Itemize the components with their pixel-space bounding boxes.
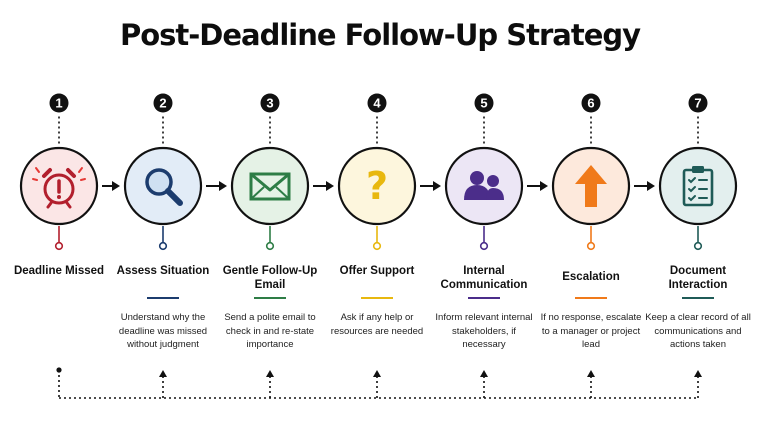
alarm-clock-icon [32, 167, 86, 209]
svg-text:?: ? [366, 164, 388, 208]
step-description: Understand why the deadline was missed w… [118, 312, 208, 350]
step-description: If no response, escalate to a manager or… [540, 312, 642, 350]
step-dot [479, 241, 489, 251]
step-dot [158, 241, 168, 251]
label-underline [254, 297, 286, 299]
label-underline [575, 297, 607, 299]
svg-text:3: 3 [266, 96, 273, 111]
step-number-badge: 3 [260, 93, 280, 113]
step-label: Escalation [562, 271, 620, 283]
svg-text:6: 6 [587, 96, 594, 111]
arrowhead [647, 181, 655, 191]
step-description: Ask if any help or resources are needed [330, 312, 424, 337]
step-label: Offer Support [339, 265, 415, 277]
label-underline [682, 297, 714, 299]
return-arrowhead [373, 370, 381, 377]
step-label: Assess Situation [116, 265, 210, 277]
clipboard-checklist-icon [682, 166, 714, 207]
step-label: Document Interaction [668, 265, 728, 291]
return-arrowhead [159, 370, 167, 377]
step-circle [444, 146, 524, 226]
question-mark-icon: ? [366, 164, 388, 208]
step-dot [54, 241, 64, 251]
label-underline [361, 297, 393, 299]
step-circle [230, 146, 310, 226]
svg-text:7: 7 [694, 96, 701, 111]
step-number-badge: 5 [474, 93, 494, 113]
people-icon [464, 171, 504, 200]
step-label: Gentle Follow-Up Email [222, 265, 318, 291]
return-arrowhead [480, 370, 488, 377]
arrow-up-icon [575, 165, 607, 207]
step-circle [337, 146, 417, 226]
return-arrowhead [694, 370, 702, 377]
step-label: Internal Communication [440, 265, 528, 291]
step-description: Keep a clear record of all communication… [645, 312, 751, 350]
step-number-badge: 6 [581, 93, 601, 113]
svg-text:5: 5 [480, 96, 487, 111]
step-number-badge: 4 [367, 93, 387, 113]
step-dot [372, 241, 382, 251]
envelope-icon [249, 172, 291, 201]
step-description: Inform relevant internal stakeholders, i… [435, 312, 533, 350]
page-title: Post-Deadline Follow-Up Strategy [119, 18, 641, 52]
return-arrowhead [266, 370, 274, 377]
label-underline [147, 297, 179, 299]
arrowhead [219, 181, 227, 191]
arrowhead [326, 181, 334, 191]
step-number-badge: 2 [153, 93, 173, 113]
svg-text:1: 1 [55, 96, 62, 111]
svg-text:4: 4 [373, 96, 381, 111]
arrowhead [112, 181, 120, 191]
return-arrowhead [587, 370, 595, 377]
step-circle [658, 146, 738, 226]
step-description: Send a polite email to check in and re-s… [224, 312, 316, 350]
step-dot [265, 241, 275, 251]
label-underline [468, 297, 500, 299]
arrowhead [540, 181, 548, 191]
step-number-badge: 1 [49, 93, 69, 113]
step-label: Deadline Missed [13, 265, 105, 277]
step-dot [693, 241, 703, 251]
magnifying-glass-icon [145, 168, 183, 206]
return-start-dot [56, 367, 62, 373]
step-number-badge: 7 [688, 93, 708, 113]
arrowhead [433, 181, 441, 191]
step-dot [586, 241, 596, 251]
svg-text:2: 2 [159, 96, 166, 111]
